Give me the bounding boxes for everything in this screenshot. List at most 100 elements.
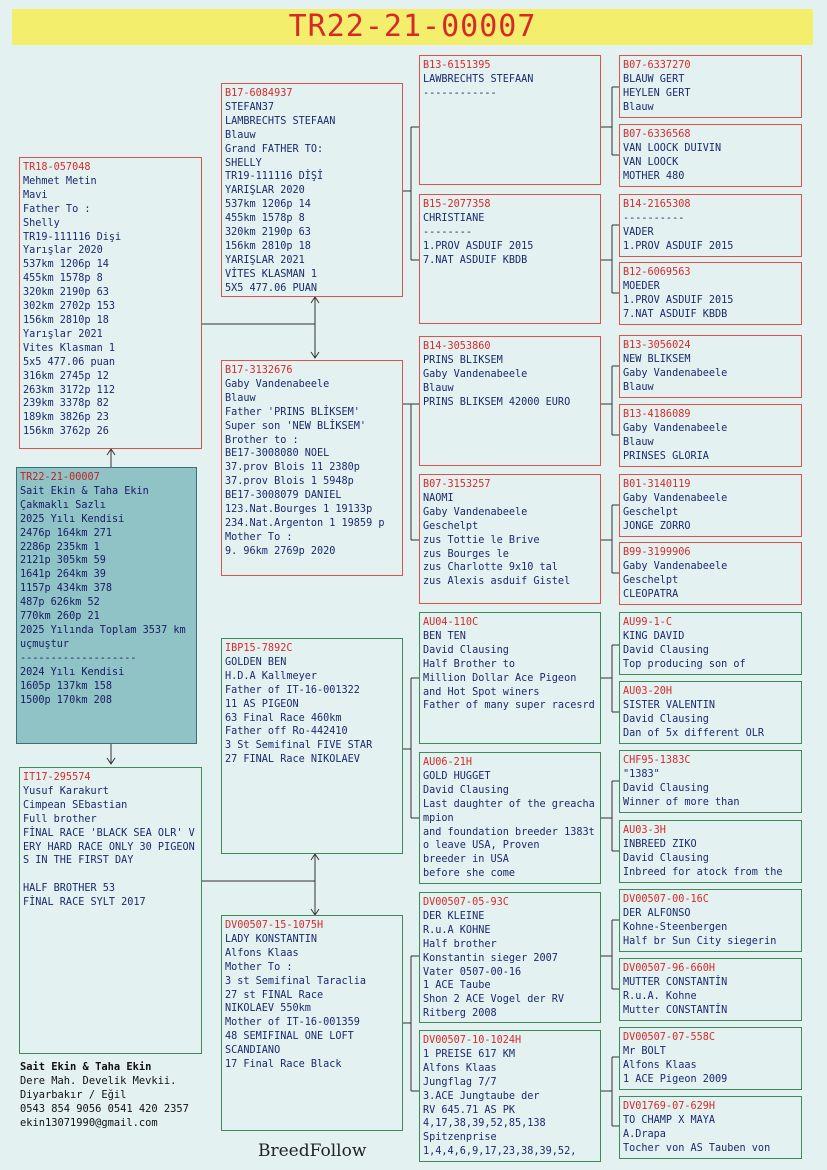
pigeon-info-line: zus Alexis asduif Gistel (423, 576, 571, 588)
pigeon-info-line: Konstantin sieger 2007 (423, 952, 558, 964)
ring-number: B17-6084937 (225, 88, 293, 99)
pigeon-info-line: PRINS BLIKSEM 42000 EURO (423, 396, 571, 408)
pigeon-info-line: YARIŞLAR 2020 (225, 185, 305, 197)
pigeon-info-line: R.u.A. Kohne (623, 990, 697, 1002)
pigeon-info-line: VİTES KLASMAN 1 (225, 268, 318, 280)
pigeon-info-line: Mr BOLT (623, 1045, 666, 1057)
pigeon-info-line: 3 st Semifinal Taraclia (225, 975, 367, 987)
pigeon-info-line: CHRISTIANE (423, 212, 485, 224)
pigeon-info-line: David Clausing (623, 644, 709, 656)
ring-number: AU04-110C (423, 617, 479, 628)
pigeon-info-line: 1500p 170km 208 (20, 694, 113, 706)
pigeon-info-line: H.D.A Kallmeyer (225, 670, 318, 682)
pigeon-info-line: Half brother (423, 938, 497, 950)
pigeon-info-line: zus Charlotte 9x10 tal (423, 562, 558, 574)
ring-number: CHF95-1383C (623, 755, 691, 766)
pigeon-info-line: DER ALFONSO (623, 907, 691, 919)
pigeon-info-line: BE17-3008079 DANIEL (225, 490, 342, 502)
ring-number: B13-6151395 (423, 60, 491, 71)
pigeon-info-line: JONGE ZORRO (623, 520, 691, 532)
ring-number: B07-6337270 (623, 60, 691, 71)
pigeon-info-line: HALF BROTHER 53 (23, 883, 116, 895)
pigeon-info-line: ---------- (623, 212, 685, 224)
pigeon-info-line: Çakmaklı Sazlı (20, 499, 106, 511)
pigeon-info-line: Geschelpt (623, 506, 679, 518)
pigeon-info-line: Million Dollar Ace Pigeon (423, 672, 577, 684)
pigeon-info-line: Ritberg 2008 (423, 1008, 497, 1020)
pigeon-info-line: SHELLY (225, 157, 262, 169)
ring-number: TR18-057048 (23, 162, 91, 173)
owner-name: Sait Ekin & Taha Ekin (20, 1061, 152, 1073)
pigeon-info-line: 2286p 235km 1 (20, 541, 100, 553)
pigeon-info-line: Mehmet Metin (23, 175, 97, 187)
pigeon-info-line: 302km 2702p 153 (23, 301, 116, 313)
pigeon-info-line: MOTHER 480 (623, 170, 685, 182)
pigeon-info-line: Blauw (225, 392, 256, 404)
pigeon-info-line: Yarışlar 2020 (23, 245, 103, 257)
pigeon-info-line: 37.prov Blois 1 5948p (225, 476, 354, 488)
ring-number: AU03-3H (623, 825, 666, 836)
pigeon-info-line: 1,4,4,6,9,17,23,38,39,52, (423, 1146, 577, 1158)
pigeon-info-line: 37.prov Blois 11 2380p (225, 462, 360, 474)
pigeon-info-line: VAN LOOCK DUIVIN (623, 142, 722, 154)
pigeon-info-line: Alfons Klaas (423, 1062, 497, 1074)
pigeon-info-line: Shon 2 ACE Vogel der RV (423, 994, 565, 1006)
pigeon-info-line: TR19-111116 DİŞİ (225, 171, 324, 183)
pigeon-info-line: 2476p 164km 271 (20, 527, 113, 539)
pigeon-info-line: 320km 2190p 63 (225, 227, 311, 239)
ring-number: DV00507-07-558C (623, 1032, 716, 1043)
pigeon-info-line: 27 st FINAL Race (225, 989, 324, 1001)
pigeon-info-line: Winner of more than (623, 796, 740, 808)
ring-number: AU03-20H (623, 686, 673, 697)
ring-number: B07-6336568 (623, 129, 691, 140)
owner-email[interactable]: ekin13071990@gmail.com (20, 1117, 158, 1129)
pigeon-info-line: 1.PROV ASDUIF 2015 (623, 240, 734, 252)
pigeon-info-line: Half Brother to (423, 658, 516, 670)
pigeon-info-line: 156km 3762p 26 (23, 426, 109, 438)
pigeon-info-line: Father 'PRINS BLİKSEM' (225, 406, 360, 418)
pigeon-info-line: BLAUW GERT (623, 73, 685, 85)
owner-contact: Sait Ekin & Taha Ekin Dere Mah. Develik … (20, 1060, 189, 1130)
pigeon-info-line: KING DAVID (623, 630, 685, 642)
pigeon-info-line: ------------------- (20, 652, 137, 664)
pigeon-info-line: 1.PROV ASDUIF 2015 (423, 240, 534, 252)
pigeon-info-line: David Clausing (423, 644, 509, 656)
pigeon-info-line: PRINS BLIKSEM (423, 354, 503, 366)
pigeon-info-line: 3 St Semifinal FIVE STAR (225, 740, 373, 752)
pigeon-info-line: 11 AS PIGEON (225, 698, 299, 710)
ring-number: B14-2165308 (623, 199, 691, 210)
pigeon-info-line: 7.NAT ASDUIF KBDB (423, 254, 528, 266)
